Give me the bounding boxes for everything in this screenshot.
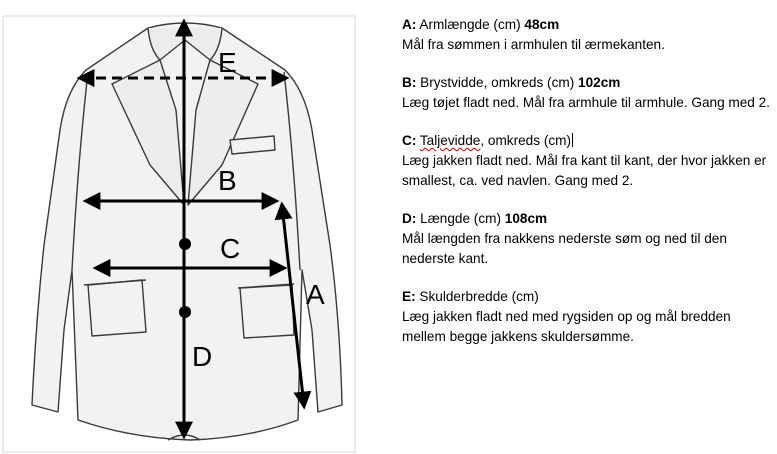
legend-description: Mål længden fra nakkens nederste søm og … [402,231,727,266]
text-cursor [572,133,573,147]
measure-a [274,201,312,410]
legend-value: 48cm [524,17,560,32]
spellcheck-word: Taljevidde [419,133,481,148]
legend-item-b: B: Brystvidde, omkreds (cm) 102cm Læg tø… [402,73,772,113]
legend-label: , omkreds (cm) [480,133,571,148]
marker-b: B [218,165,237,196]
diagram-frame [2,15,356,453]
legend-value: 108cm [504,211,548,226]
legend-key: C [402,133,412,148]
jacket-measurement-diagram: E B C A D [0,0,360,454]
legend-label: Skulderbredde (cm) [419,289,539,304]
legend-value: 102cm [578,75,621,90]
legend-key: E [402,289,412,304]
legend-key: D [402,211,412,226]
measurement-legend: A: Armlængde (cm) 48cm Mål fra sømmen i … [402,15,772,365]
legend-key: B [402,75,412,90]
jacket-svg: E B C A D [2,15,356,453]
measure-d [175,18,193,440]
legend-key: A [402,17,412,32]
legend-description: Læg jakken fladt ned med rygsiden op og … [402,309,731,344]
legend-item-e: E: Skulderbredde (cm) Læg jakken fladt n… [402,287,772,347]
jacket-outline [31,22,343,441]
measure-dot [179,238,191,250]
legend-description: Læg tøjet fladt ned. Mål fra armhule til… [402,95,770,110]
legend-item-a: A: Armlængde (cm) 48cm Mål fra sømmen i … [402,15,772,55]
legend-description: Mål fra sømmen i armhulen til ærmekanten… [402,37,665,52]
legend-label: Armlængde (cm) [419,17,521,32]
legend-label: Længde (cm) [420,211,501,226]
legend-label: Brystvidde, omkreds (cm) [420,75,575,90]
legend-item-c: C: Taljevidde, omkreds (cm) Læg jakken f… [402,131,772,191]
marker-e: E [218,47,237,78]
marker-c: C [220,233,240,264]
legend-item-d: D: Længde (cm) 108cm Mål længden fra nak… [402,209,772,269]
measure-dot [179,306,191,318]
marker-a: A [306,279,325,310]
marker-d: D [192,341,212,372]
legend-description: Læg jakken fladt ned. Mål fra kant til k… [402,153,767,188]
